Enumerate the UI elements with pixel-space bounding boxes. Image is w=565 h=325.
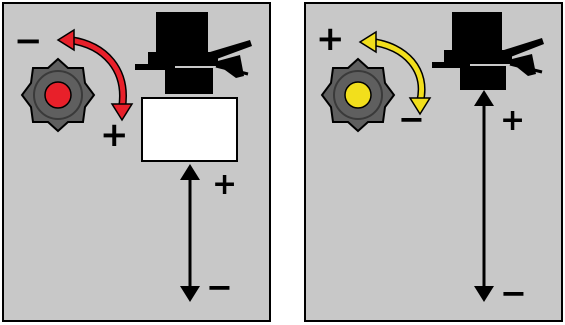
left-vertical-arrow-top — [180, 164, 200, 180]
right-rotate-arrow-tip-start — [358, 30, 377, 54]
right-panel-frame — [304, 2, 563, 322]
right-vertical-top-sign: + — [500, 103, 525, 138]
left-rotate-arrow-tip-start — [56, 28, 75, 52]
right-machine-head-icon — [432, 12, 544, 90]
left-vertical-top-sign: + — [212, 167, 237, 202]
left-rotate-start-sign: − — [14, 21, 43, 61]
left-rotate-arrow-tip-end — [110, 103, 134, 122]
left-panel: − + + − — [2, 2, 271, 322]
right-vertical-arrow-top — [474, 90, 494, 106]
right-vertical-bottom-sign: − — [500, 274, 527, 312]
left-knob-center — [44, 81, 72, 109]
right-knob-icon — [320, 57, 396, 133]
right-vertical-arrow-bottom — [474, 286, 494, 302]
left-vertical-arrow-bottom — [180, 286, 200, 302]
right-knob-center — [344, 81, 372, 109]
right-rotate-end-sign: − — [398, 100, 425, 138]
left-rotate-arrow — [69, 37, 126, 109]
right-rotate-start-sign: + — [316, 19, 345, 59]
left-workpiece-block — [141, 97, 238, 162]
left-machine-head-icon — [135, 12, 252, 94]
right-rotate-arrow — [371, 39, 424, 103]
right-panel: + − + − — [304, 2, 563, 322]
left-rotate-end-sign: + — [100, 115, 129, 155]
left-knob-icon — [20, 57, 96, 133]
left-vertical-bottom-sign: − — [206, 268, 233, 306]
right-rotate-arrow-tip-end — [408, 97, 432, 116]
